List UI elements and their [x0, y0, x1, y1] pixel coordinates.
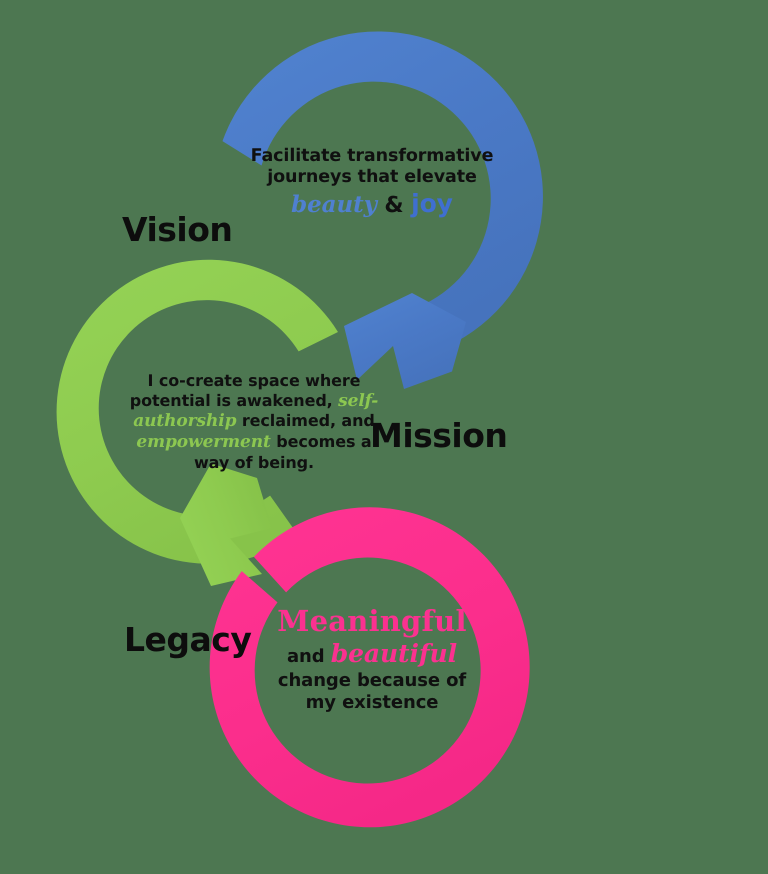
vision-arrow [222, 31, 543, 389]
vision-line-2: journeys that elevate [267, 167, 477, 188]
mission-line-2: potential is awakened, self- [118, 391, 390, 412]
legacy-stage-label: Legacy [124, 620, 252, 659]
legacy-line-2: and beautiful [248, 639, 496, 670]
mission-line-4: empowerment becomes a [118, 432, 390, 453]
mission-text-block: I co-create space where potential is awa… [118, 371, 390, 472]
mission-line-1: I co-create space where [147, 371, 361, 390]
vision-line-1: Facilitate transformative [250, 146, 494, 166]
legacy-line-4: my existence [305, 691, 439, 713]
vision-ampersand: & [376, 192, 412, 218]
mission-line-2-text: potential is awakened, [129, 390, 339, 410]
legacy-line-2-text: and [286, 646, 331, 668]
mission-highlight-authorship: authorship [133, 411, 237, 432]
vision-highlight-joy: joy [411, 188, 453, 218]
vision-line-3: beauty & joy [222, 189, 522, 220]
mission-line-3: authorship reclaimed, and [118, 411, 390, 432]
mission-line-5: way of being. [193, 452, 315, 472]
vision-stage-label: Vision [122, 210, 233, 249]
legacy-highlight-beautiful: beautiful [330, 639, 458, 669]
mission-line-4-text: becomes a [270, 431, 372, 451]
mission-line-3-text: reclaimed, and [236, 411, 375, 431]
legacy-line-3: change because of [277, 669, 467, 691]
vision-text-block: Facilitate transformative journeys that … [222, 146, 522, 220]
mission-highlight-empowerment: empowerment [136, 431, 271, 452]
mission-highlight-self: self- [338, 390, 379, 411]
legacy-text-block: Meaningful and beautiful change because … [248, 604, 496, 714]
legacy-ring [209, 507, 530, 828]
mission-stage-label: Mission [370, 416, 508, 455]
mission-arrow [56, 259, 338, 586]
vision-highlight-beauty: beauty [291, 190, 377, 218]
legacy-highlight-meaningful: Meaningful [277, 604, 467, 638]
